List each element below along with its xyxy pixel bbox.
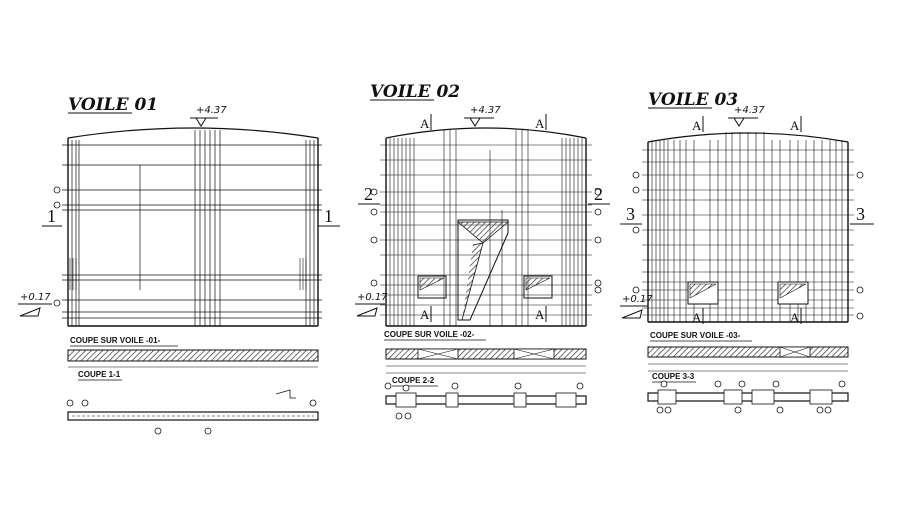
plan-cut	[647, 380, 849, 414]
section-mark-left: 3	[620, 204, 642, 225]
caption-cut: COUPE 1-1	[78, 370, 121, 379]
svg-text:A: A	[535, 307, 545, 322]
section-strip	[67, 349, 319, 368]
svg-text:+0.17: +0.17	[357, 292, 388, 303]
svg-text:+4.37: +4.37	[196, 105, 227, 116]
level-marker-top: +4.37	[464, 105, 501, 127]
section-mark-right: 2	[588, 184, 610, 205]
svg-text:A: A	[692, 118, 702, 133]
panel-title: VOILE 03	[648, 90, 738, 110]
bar-markers	[632, 171, 864, 320]
section-strip	[385, 348, 587, 374]
section-a-bottom: A A	[692, 308, 802, 325]
level-marker-bottom: +0.17	[620, 294, 653, 319]
section-a-bottom: A A	[420, 306, 547, 322]
svg-text:+0.17: +0.17	[20, 292, 51, 303]
section-a-top: A A	[420, 114, 547, 131]
plan-cut	[384, 382, 587, 420]
svg-text:2: 2	[594, 184, 603, 204]
section-mark-right: 3	[850, 204, 874, 225]
bar-markers	[370, 188, 602, 294]
panel-voile-03: VOILE 03 +4.37 A A	[620, 90, 874, 414]
svg-text:+4.37: +4.37	[734, 105, 765, 116]
svg-text:A: A	[420, 307, 430, 322]
svg-text:A: A	[790, 118, 800, 133]
caption-cut: COUPE 2-2	[392, 376, 435, 385]
caption-section: COUPE SUR VOILE -03-	[650, 331, 741, 340]
level-marker-top: +4.37	[728, 105, 765, 127]
caption-cut: COUPE 3-3	[652, 372, 695, 381]
panel-voile-02: VOILE 02 +4.37 A A	[355, 82, 610, 420]
level-marker-top: +4.37	[190, 105, 227, 127]
plan-cut	[66, 389, 319, 435]
svg-text:A: A	[790, 310, 800, 325]
svg-text:3: 3	[626, 204, 635, 224]
section-strip	[647, 346, 849, 372]
level-marker-bottom: +0.17	[18, 292, 52, 317]
wall-elevation	[62, 127, 322, 327]
section-mark-left: 2	[358, 184, 380, 205]
panel-voile-01: VOILE 01 +4.37	[18, 95, 340, 435]
svg-text:A: A	[420, 116, 430, 131]
level-marker-bottom: +0.17	[355, 292, 388, 317]
panel-title: VOILE 01	[68, 95, 158, 115]
wall-elevation	[380, 127, 592, 327]
svg-text:A: A	[692, 310, 702, 325]
caption-section: COUPE SUR VOILE -01-	[70, 336, 161, 345]
svg-text:1: 1	[324, 206, 333, 226]
section-mark-right: 1	[318, 206, 340, 227]
svg-text:3: 3	[856, 204, 865, 224]
panel-title: VOILE 02	[370, 82, 460, 102]
svg-text:1: 1	[47, 206, 56, 226]
svg-text:+0.17: +0.17	[622, 294, 653, 305]
wall-elevation	[642, 132, 854, 323]
bar-markers	[53, 186, 61, 307]
svg-text:2: 2	[364, 184, 373, 204]
svg-text:+4.37: +4.37	[470, 105, 501, 116]
section-a-top: A A	[692, 116, 802, 133]
svg-text:A: A	[535, 116, 545, 131]
caption-section: COUPE SUR VOILE -02-	[384, 330, 475, 339]
section-mark-left: 1	[42, 206, 62, 227]
